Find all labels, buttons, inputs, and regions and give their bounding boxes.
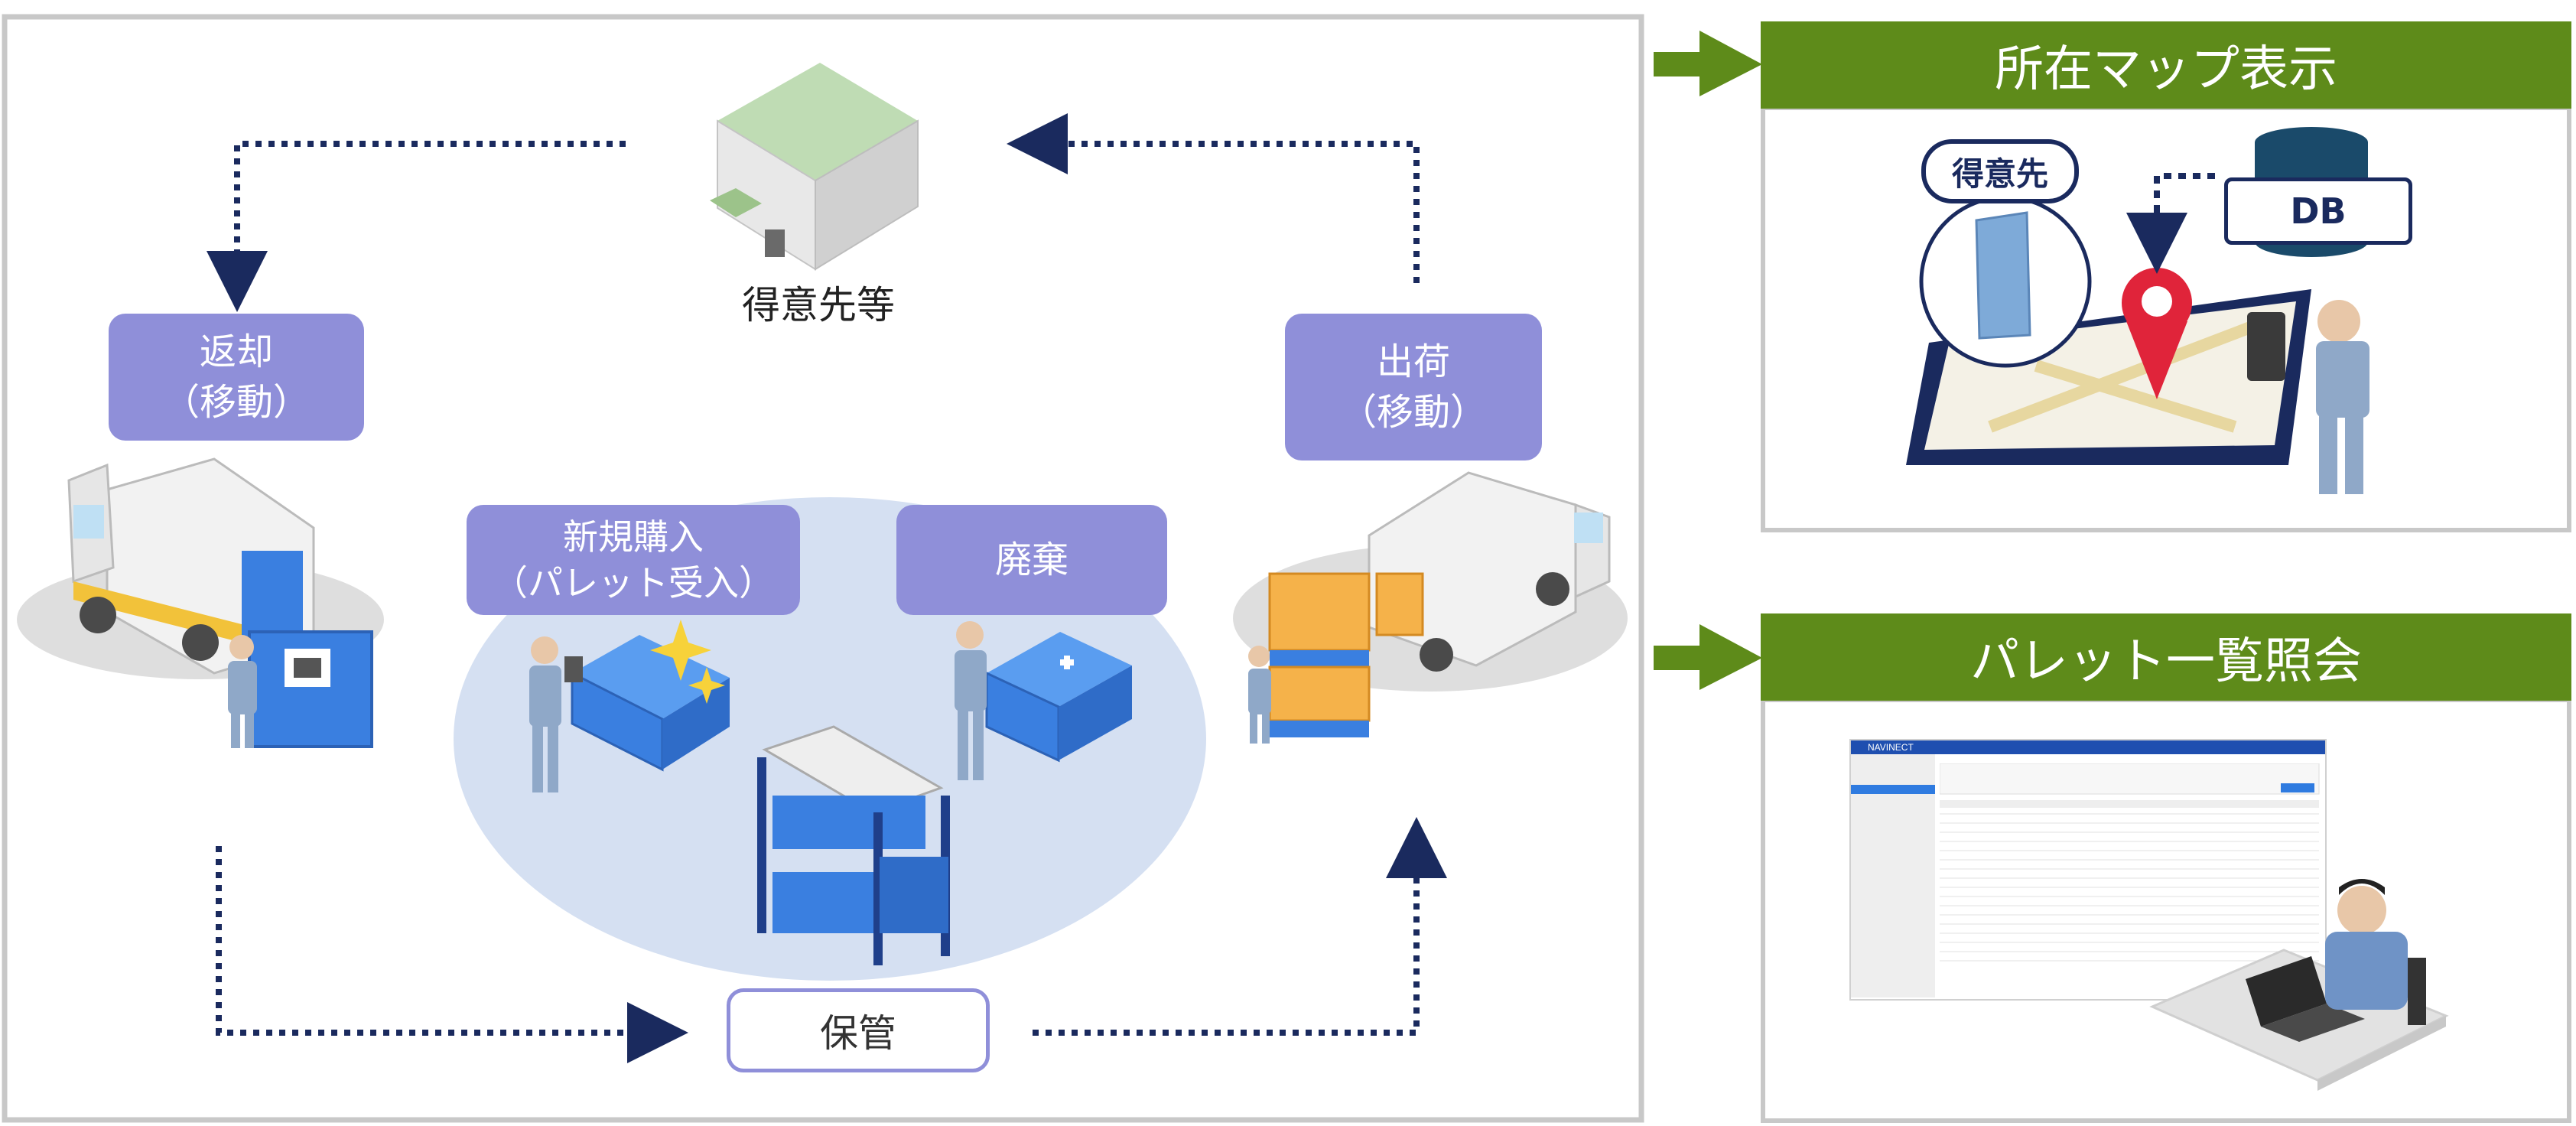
return-label: 返却 （移動）	[109, 314, 364, 441]
worker-figure	[955, 621, 987, 780]
db-tag: DB	[2224, 177, 2412, 245]
disposal-label: 廃棄	[896, 505, 1167, 615]
warehouse-building	[710, 63, 919, 271]
flow-arrow-return-to-storage	[216, 846, 688, 1063]
new-pallet-stack	[571, 620, 730, 772]
laptop	[2246, 956, 2327, 1027]
app-screenshot: NAVINECT	[1849, 739, 2327, 1001]
app-brand: NAVINECT	[1851, 740, 2325, 754]
storage-rack	[757, 725, 950, 965]
flow-arrow-customer-to-return	[207, 141, 626, 312]
new-purchase-label: 新規購入 （パレット受入）	[467, 505, 800, 615]
ship-truck	[1233, 471, 1628, 737]
worker-figure	[228, 635, 257, 748]
db-pointer-line	[2126, 173, 2215, 274]
worker-with-tablet	[2247, 300, 2369, 494]
customer-tag: 得意先	[1921, 139, 2079, 203]
ship-label: 出荷 （移動）	[1285, 314, 1542, 460]
worker-figure	[1248, 646, 1271, 744]
app-sidebar	[1851, 754, 1935, 997]
main-frame	[2, 14, 1644, 1123]
worker-figure	[529, 636, 583, 792]
map-illustration	[1906, 127, 2369, 494]
disposal-pallet-stack	[985, 632, 1132, 763]
app-table	[1940, 763, 2320, 962]
return-truck	[17, 457, 384, 748]
building-icon	[1975, 211, 2031, 340]
customer-label: 得意先等	[742, 283, 895, 327]
flow-arrow-storage-to-ship	[1033, 817, 1447, 1036]
flow-arrow-ship-to-customer	[1007, 113, 1420, 283]
office-worker	[2325, 879, 2426, 1025]
list-feature-title: パレット一覧照会	[1761, 613, 2571, 701]
map-feature-title: 所在マップ表示	[1761, 21, 2571, 109]
office-illustration	[2149, 879, 2449, 1091]
storage-label: 保管	[727, 988, 990, 1072]
